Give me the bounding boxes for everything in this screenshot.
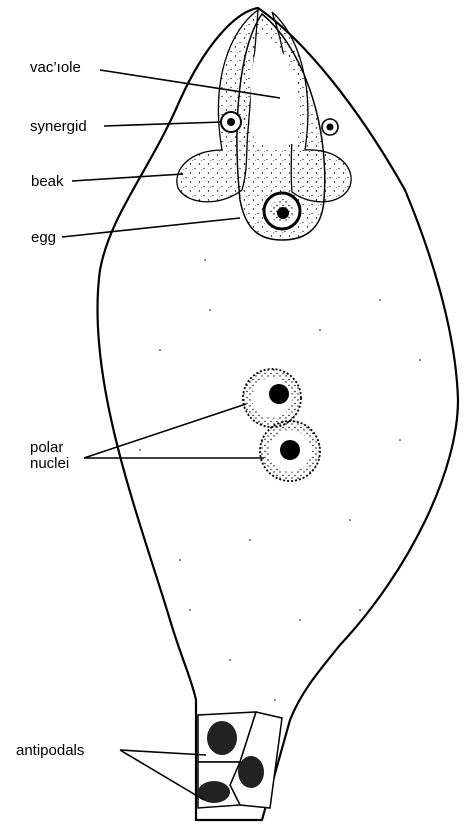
label-antipodals: antipodals: [16, 742, 84, 759]
antipodal-nucleus-2: [238, 756, 264, 788]
synergid-nucleus-left: [221, 112, 241, 132]
label-polar: polar: [30, 439, 63, 456]
antipodal-cells: [198, 712, 282, 808]
label-beak: beak: [31, 173, 64, 190]
label-egg: egg: [31, 229, 56, 246]
beak-leader: [72, 174, 183, 181]
label-vacuole: vac’ıole: [30, 59, 81, 76]
synergid-nucleus-right: [322, 119, 338, 135]
polar-nucleus-lower: [260, 421, 320, 481]
polar-leader-upper: [84, 404, 246, 458]
antipodal-nucleus-1: [207, 721, 237, 755]
label-synergid: synergid: [30, 118, 87, 135]
label-nuclei: nuclei: [30, 455, 69, 472]
antipodals-leader-lower: [120, 750, 204, 800]
egg-apparatus: [177, 10, 351, 240]
egg-nucleus: [264, 193, 300, 229]
polar-nuclei: [243, 369, 320, 481]
antipodals-leader-upper: [120, 750, 206, 755]
polar-nucleus-upper: [243, 369, 301, 427]
synergid-leader: [104, 122, 222, 126]
egg-leader: [62, 218, 240, 237]
